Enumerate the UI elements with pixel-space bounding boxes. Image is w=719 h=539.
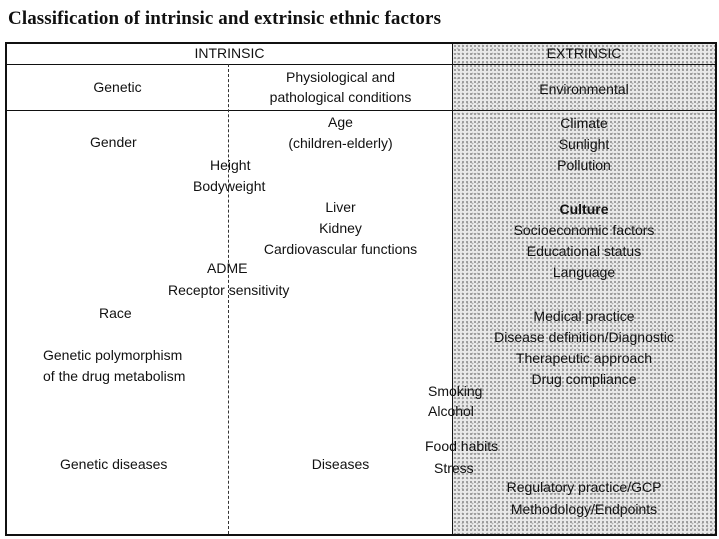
factor-smoking: Smoking	[428, 383, 483, 399]
factor-adme: ADME	[207, 260, 248, 276]
factor-educational-status: Educational status	[526, 243, 642, 259]
factor-gender: Gender	[90, 134, 137, 150]
factor-regulatory-practice: Regulatory practice/GCP	[506, 479, 662, 495]
factor-pollution: Pollution	[557, 157, 611, 173]
factor-kidney: Kidney	[319, 220, 362, 236]
factor-methodology: Methodology/Endpoints	[510, 501, 658, 517]
factor-climate: Climate	[560, 115, 608, 131]
factor-cardiovascular: Cardiovascular functions	[263, 241, 418, 257]
factor-height: Height	[210, 157, 251, 173]
factors-table: INTRINSIC EXTRINSIC Genetic Physiologica…	[5, 42, 717, 536]
factor-therapeutic-approach: Therapeutic approach	[515, 350, 653, 366]
factor-diseases: Diseases	[311, 456, 370, 472]
extrinsic-shaded-area	[453, 44, 715, 534]
factor-liver: Liver	[325, 199, 356, 215]
factor-drug-compliance: Drug compliance	[531, 371, 637, 387]
header-divider	[7, 64, 715, 65]
factor-race: Race	[99, 305, 132, 321]
factor-disease-definition: Disease definition/Diagnostic	[494, 329, 674, 345]
factor-socioeconomic: Socioeconomic factors	[513, 222, 655, 238]
page-title: Classification of intrinsic and extrinsi…	[8, 8, 442, 29]
genetic-header: Genetic	[93, 79, 142, 95]
factor-medical-practice: Medical practice	[533, 308, 635, 324]
factor-age: Age (children-elderly)	[288, 114, 393, 151]
physiological-header: Physiological and pathological condition…	[269, 69, 412, 105]
factor-food-habits: Food habits	[425, 438, 499, 454]
factor-alcohol: Alcohol	[428, 403, 474, 419]
intrinsic-header: INTRINSIC	[194, 45, 265, 61]
factor-language: Language	[552, 264, 616, 280]
genetic-physiological-divider	[228, 64, 229, 534]
intrinsic-extrinsic-divider	[452, 44, 453, 534]
factor-bodyweight: Bodyweight	[193, 178, 266, 194]
factor-genetic-polymorphism: Genetic polymorphism of the drug metabol…	[43, 347, 186, 384]
factor-culture: Culture	[559, 201, 609, 217]
extrinsic-header: EXTRINSIC	[546, 45, 622, 61]
subheader-divider	[7, 110, 715, 111]
factor-receptor-sensitivity: Receptor sensitivity	[168, 282, 290, 298]
factor-sunlight: Sunlight	[558, 136, 610, 152]
factor-genetic-diseases: Genetic diseases	[60, 456, 168, 472]
factor-stress: Stress	[434, 460, 474, 476]
environmental-header: Environmental	[539, 81, 629, 97]
